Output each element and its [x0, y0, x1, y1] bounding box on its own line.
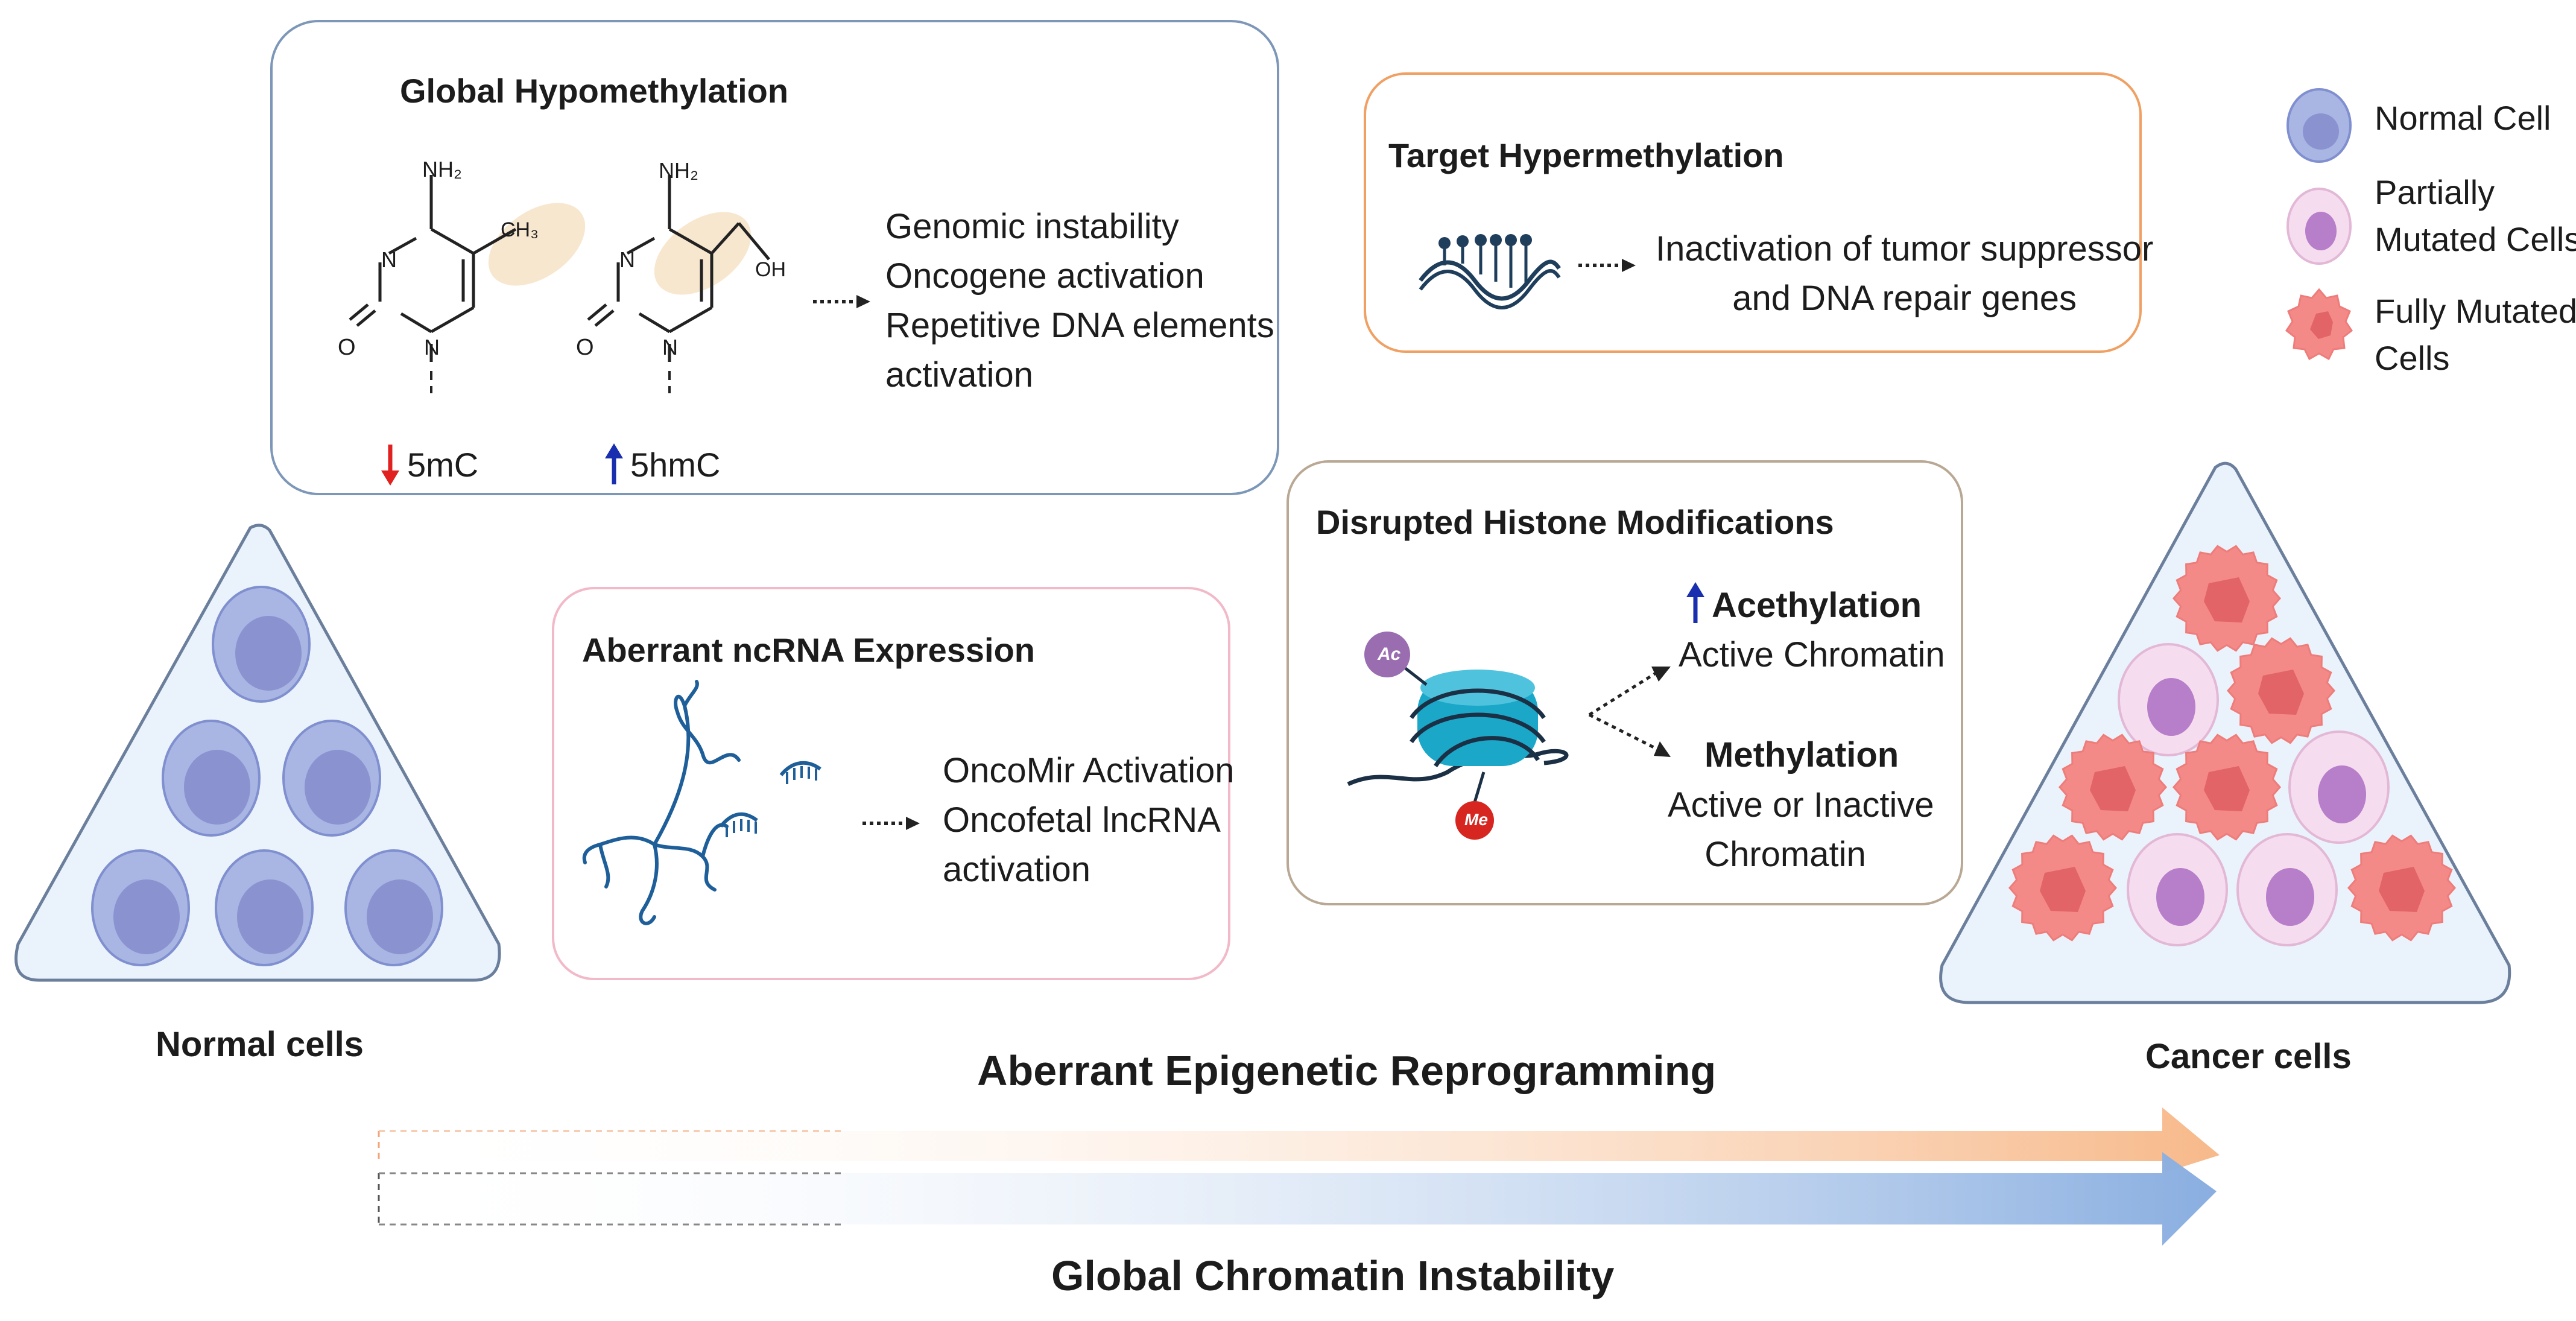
- up-arrow-icon: [605, 443, 623, 484]
- global-hypomethylation-panel: [270, 20, 1279, 495]
- nucleosome-icon: [1347, 632, 1569, 840]
- effect-repetitive-dna: Repetitive DNA elements: [885, 306, 1274, 345]
- ncrna-molecules-icon: [582, 680, 821, 925]
- legend-fully-mutated-label: Fully Mutated Cells: [2375, 292, 2576, 377]
- reprogramming-label: Aberrant Epigenetic Reprogramming: [977, 1047, 1717, 1094]
- partially-mutated-cell-icon: [2286, 188, 2352, 265]
- legend-icons: [2285, 88, 2353, 361]
- reprogramming-arrow: [378, 1107, 2220, 1173]
- ncrna-dotted-arrow: [862, 817, 920, 830]
- 5mc-amine-label: NH₂: [422, 157, 462, 182]
- 5mc-oxygen-label: O: [338, 335, 356, 360]
- effect-oncofetal: Oncofetal lncRNA: [943, 800, 1221, 840]
- legend-partially-mutated-label: Partially Mutated Cells: [2375, 173, 2576, 258]
- methylated-dna-icon: [1419, 234, 1561, 309]
- ac-label: Ac: [1378, 644, 1401, 664]
- 5hmc-amine-label: NH₂: [659, 158, 698, 183]
- instability-label: Global Chromatin Instability: [1051, 1252, 1615, 1299]
- aberrant-ncrna-panel: [552, 587, 1230, 980]
- fully-mutated-cell: [2173, 733, 2281, 841]
- 5mc-indicator-label: 5mC: [407, 446, 479, 484]
- acetylation-detail: Active Chromatin: [1679, 635, 1945, 674]
- effect-inactivation: Inactivation of tumor suppressor: [1656, 229, 2154, 268]
- normal-cell: [91, 849, 190, 966]
- five-methylcytosine-structure: [349, 175, 586, 393]
- fully-mutated-cell: [2347, 834, 2456, 942]
- methylation-detail: Active or Inactive Chromatin: [1668, 785, 1934, 874]
- normal-cell: [282, 720, 381, 837]
- partially-mutated-cell: [2127, 833, 2228, 946]
- aberrant-ncrna-title: Aberrant ncRNA Expression: [582, 631, 1035, 669]
- partially-mutated-cell: [2118, 643, 2219, 756]
- normal-cell-icon: [2286, 88, 2352, 163]
- legend-normal-cell-label: Normal Cell: [2375, 99, 2551, 137]
- ncrna-effects: OncoMir Activation Oncofetal lncRNA acti…: [943, 746, 1235, 895]
- acetylation-up-arrow-icon: [1686, 582, 1704, 623]
- normal-cell: [162, 720, 261, 837]
- cancer-cells-triangle: [1939, 461, 2511, 1004]
- fully-mutated-cell: [2008, 834, 2117, 942]
- histone-branch-arrows: [1588, 667, 1671, 757]
- effect-genomic-instability: Genomic instability: [885, 207, 1179, 246]
- fully-mutated-cell: [2059, 733, 2167, 841]
- normal-cell: [212, 586, 311, 703]
- acetyl-group-icon: [1364, 632, 1410, 677]
- 5mc-n-top-label: N: [381, 247, 397, 272]
- hypomethylation-dotted-arrow: [813, 295, 870, 308]
- fully-mutated-cell: [2227, 637, 2335, 744]
- normal-cell: [344, 849, 443, 966]
- histone-octamer: [1417, 670, 1538, 766]
- 5hmc-indicator-label: 5hmC: [630, 446, 721, 484]
- effect-activation: activation: [943, 850, 1091, 889]
- methyl-group-icon: [1455, 801, 1494, 840]
- hypomethylation-effects: Genomic instability Oncogene activation …: [885, 202, 1274, 400]
- acetylation-heading: Acethylation: [1712, 586, 1922, 625]
- hypermethylation-effects: Inactivation of tumor suppressor and DNA…: [1656, 224, 2153, 323]
- fully-mutated-cell: [2173, 545, 2281, 652]
- partially-mutated-cell: [2288, 730, 2390, 844]
- cancer-cells-label: Cancer cells: [2145, 1037, 2352, 1076]
- effect-dna-repair: and DNA repair genes: [1732, 279, 2077, 318]
- effect-oncogene-activation: Oncogene activation: [885, 256, 1204, 296]
- instability-arrow: [378, 1152, 2217, 1246]
- 5hmc-hydroxyl-label: OH: [755, 258, 786, 281]
- normal-cell: [215, 849, 314, 966]
- down-arrow-icon: [381, 445, 399, 486]
- me-label: Me: [1464, 810, 1488, 829]
- histone-modifications-panel: [1286, 460, 1963, 905]
- partially-mutated-cell: [2236, 833, 2338, 946]
- methylation-heading: Methylation: [1704, 735, 1899, 775]
- normal-cells-label: Normal cells: [156, 1025, 364, 1064]
- 5mc-methyl-label: CH₃: [501, 218, 539, 241]
- 5hmc-n-bottom-label: N: [662, 335, 678, 360]
- fully-mutated-cell-icon: [2285, 288, 2353, 361]
- 5mc-n-bottom-label: N: [424, 335, 440, 360]
- global-hypomethylation-title: Global Hypomethylation: [400, 72, 789, 110]
- 5hmc-oxygen-label: O: [576, 335, 594, 360]
- 5hmc-n-top-label: N: [619, 247, 635, 272]
- normal-cells-triangle: [14, 524, 501, 982]
- five-hydroxymethylcytosine-structure: [587, 175, 770, 393]
- effect-oncomir: OncoMir Activation: [943, 751, 1235, 790]
- histone-modifications-title: Disrupted Histone Modifications: [1316, 503, 1834, 541]
- hypermethylation-dotted-arrow: [1578, 259, 1636, 272]
- target-hypermethylation-title: Target Hypermethylation: [1388, 136, 1784, 174]
- effect-activation: activation: [885, 355, 1034, 394]
